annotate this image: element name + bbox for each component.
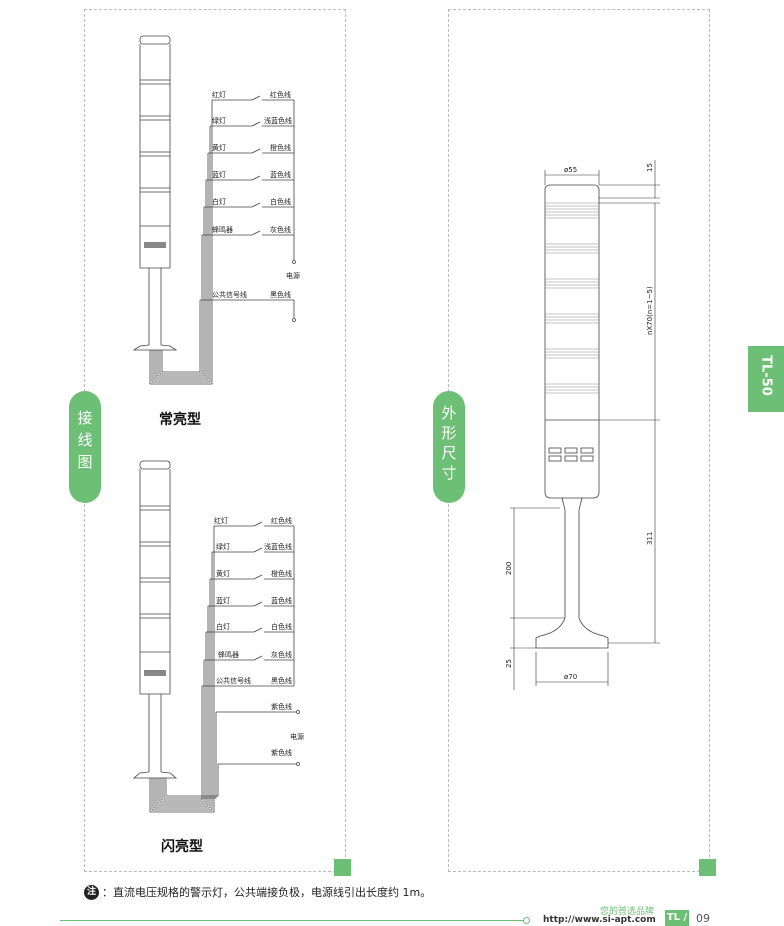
pill-char: 尺 — [441, 444, 457, 462]
lamp-label: 公共信号线 — [216, 676, 251, 685]
dimension-pill: 外 形 尺 寸 — [433, 391, 465, 503]
footer-slogan: 您的首选品牌 — [600, 907, 655, 917]
lamp-label: 黄灯 — [212, 143, 226, 152]
dim-stack-height: nX70(n=1~5) — [646, 286, 654, 335]
series-tab: TL-50 — [748, 346, 784, 412]
wire-label: 蓝色线 — [271, 596, 292, 605]
pill-char: 线 — [77, 431, 93, 449]
lamp-label: 蜂鸣器 — [218, 650, 239, 659]
wire-label: 灰色线 — [271, 650, 292, 659]
corner-marker — [334, 859, 351, 876]
lamp-label: 公共信号线 — [212, 290, 247, 299]
wire-label: 黑色线 — [271, 676, 292, 685]
wire-label: 白色线 — [271, 622, 292, 631]
wire-label: 红色线 — [271, 516, 292, 525]
footer-dot — [523, 917, 530, 924]
note-icon: 注 — [84, 884, 99, 900]
pill-char: 形 — [441, 424, 457, 442]
pill-char: 接 — [77, 409, 93, 427]
pill-char: 外 — [441, 404, 457, 422]
wire-label: 紫色线 — [271, 702, 292, 711]
lamp-label: 白灯 — [216, 622, 230, 631]
footer-series-badge: TL / — [665, 910, 689, 926]
dim-pole-total: 311 — [646, 532, 654, 545]
lamp-label: 绿灯 — [212, 116, 226, 125]
lamp-label: 白灯 — [212, 197, 226, 206]
pill-char: 寸 — [441, 464, 457, 482]
lamp-label: 黄灯 — [216, 569, 230, 578]
power-label: 电源 — [286, 271, 300, 280]
dim-pole-height: 200 — [505, 562, 513, 575]
wire-label: 黑色线 — [270, 290, 291, 299]
page-number: 09 — [696, 912, 710, 925]
lamp-label: 蓝灯 — [212, 170, 226, 179]
steady-type-title: 常亮型 — [159, 412, 201, 428]
lamp-label: 绿灯 — [216, 542, 230, 551]
lamp-label: 红灯 — [214, 516, 228, 525]
dim-cap-height: 15 — [646, 163, 654, 172]
dim-base-height: 25 — [505, 659, 513, 668]
wire-label: 橙色线 — [271, 569, 292, 578]
lamp-label: 红灯 — [212, 90, 226, 99]
wire-label: 橙色线 — [270, 143, 291, 152]
footnote: 注 ：直流电压规格的警示灯，公共端接负极，电源线引出长度约 1m。 — [84, 884, 431, 900]
footer-rule — [60, 920, 526, 921]
wiring-pill: 接 线 图 — [69, 391, 101, 503]
dim-base-diameter: ø70 — [564, 673, 577, 681]
wire-label: 白色线 — [270, 197, 291, 206]
footer-url[interactable]: http://www.si-apt.com — [543, 915, 656, 925]
wire-label: 红色线 — [270, 90, 291, 99]
pill-char: 图 — [77, 453, 93, 471]
wire-label: 蓝色线 — [270, 170, 291, 179]
note-text: ：直流电压规格的警示灯，公共端接负极，电源线引出长度约 1m。 — [102, 886, 432, 899]
dim-top-diameter: ø55 — [564, 166, 577, 174]
wire-label: 紫色线 — [271, 748, 292, 757]
wire-label: 浅蓝色线 — [264, 116, 292, 125]
lamp-label: 蜂鸣器 — [212, 225, 233, 234]
power-label: 电源 — [290, 732, 304, 741]
corner-marker — [699, 859, 716, 876]
flash-type-title: 闪亮型 — [161, 839, 203, 855]
wire-label: 灰色线 — [270, 225, 291, 234]
wire-label: 浅蓝色线 — [264, 542, 292, 551]
lamp-label: 蓝灯 — [216, 596, 230, 605]
